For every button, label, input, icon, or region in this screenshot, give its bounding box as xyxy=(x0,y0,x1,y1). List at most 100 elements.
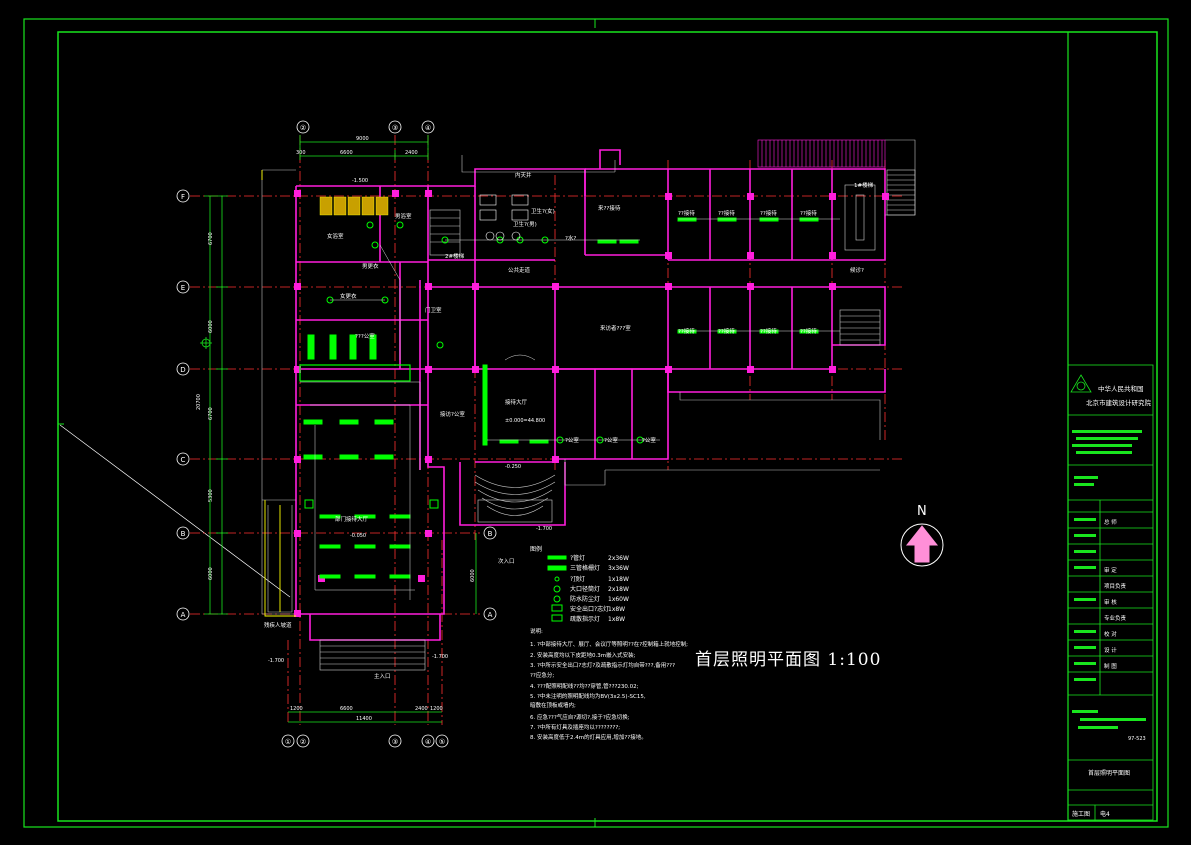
axis-label-left: F xyxy=(181,193,185,201)
axis-label-left: C xyxy=(181,456,186,464)
dim-top-seg1: 6600 xyxy=(340,150,353,156)
project-code: 97-523 xyxy=(1128,736,1146,742)
axis-label-left: D xyxy=(180,366,185,374)
room-label: ??接待 xyxy=(718,327,735,335)
dim-top-small: 300 xyxy=(296,150,306,156)
tb-label: 专业负责 xyxy=(1104,614,1127,622)
legend-symbols xyxy=(547,555,567,622)
axis-label-right: A xyxy=(488,611,493,619)
axis-label-top: ④ xyxy=(425,124,431,132)
axis-label-left: E xyxy=(181,284,185,292)
dim-left-mid: 6700 xyxy=(208,407,214,420)
elevation-mark: -1.700 xyxy=(432,654,448,660)
room-label: 男更衣 xyxy=(362,262,379,270)
tb-label: 审 定 xyxy=(1104,566,1117,574)
room-label: ?公室 xyxy=(565,436,579,444)
columns xyxy=(294,190,889,617)
room-label: 门卫室 xyxy=(425,306,442,314)
elevation-mark: -0.250 xyxy=(505,464,521,470)
axis-label-top: ③ xyxy=(392,124,398,132)
title-block xyxy=(1067,364,1154,821)
axis-label-right: B xyxy=(488,530,493,538)
dim-left-total: 20700 xyxy=(196,394,202,410)
room-label: 残疾人坡道 xyxy=(264,621,292,629)
legend-spec: 2x36W xyxy=(608,555,629,562)
room-label: ???公室 xyxy=(355,332,375,340)
axis-label-bottom: ① xyxy=(285,738,291,746)
tb-label: 总 师 xyxy=(1104,518,1117,526)
notes-title: 说明: xyxy=(530,627,543,635)
ramp-outline xyxy=(261,170,296,617)
north-arrow: N xyxy=(900,504,944,567)
room-label: ??接待 xyxy=(678,327,695,335)
sheet-name: 首层照明平面图 xyxy=(1088,769,1130,777)
elevation-mark: -1.700 xyxy=(536,526,552,532)
room-label: ?公室 xyxy=(604,436,618,444)
axis-label-bottom: ④ xyxy=(425,738,431,746)
room-label: 来??接待 xyxy=(598,204,621,212)
leader-line xyxy=(59,424,291,598)
room-label: 2#楼梯 xyxy=(445,252,465,260)
dimension-texts: 9000 6600 2400 300 2400 1200 6600 1200 1… xyxy=(196,136,552,722)
elevation-mark: -1.500 xyxy=(352,178,368,184)
room-label: 接待大厅 xyxy=(505,398,528,406)
dim-bottom-seg4: 1200 xyxy=(430,706,443,712)
tb-label: 校 对 xyxy=(1104,630,1117,638)
room-label: 卫生?(男) xyxy=(513,220,537,228)
room-label: ??接待 xyxy=(800,327,817,335)
note-line: 暗敷在顶板或墙内; xyxy=(530,701,576,709)
dim-bottom-seg2: 6600 xyxy=(340,706,353,712)
elevation-mark: -0.050 xyxy=(350,533,366,539)
room-labels: 女浴室 男浴室 女更衣 男更衣 ???公室 门卫室 2#楼梯 公共走道 内天井 … xyxy=(264,171,874,680)
drawing-title: 首层照明平面图 1:100 xyxy=(695,650,882,670)
dim-bottom-seg1: 1200 xyxy=(290,706,303,712)
toilet-fixtures xyxy=(479,194,529,241)
legend-name: 大口径筒灯 xyxy=(570,585,600,593)
room-label: ?公室 xyxy=(642,436,656,444)
wiring xyxy=(300,218,840,600)
stairs xyxy=(319,169,916,671)
lockers xyxy=(319,196,389,216)
legend-name: ?管灯 xyxy=(570,554,585,562)
room-label: ??接待 xyxy=(760,209,777,217)
axis-label-left: B xyxy=(181,530,186,538)
room-label: 内天井 xyxy=(515,171,532,179)
room-label: 1#楼梯 xyxy=(854,181,874,189)
sheet-number: 电4 xyxy=(1100,810,1110,818)
room-label: 来访者???室 xyxy=(600,324,631,332)
legend-name: 三管格栅灯 xyxy=(570,564,600,572)
room-label: 部门接待大厅 xyxy=(335,515,369,523)
dim-bottom-seg3: 2400 xyxy=(415,706,428,712)
tb-label: 制 图 xyxy=(1104,662,1117,670)
note-line: 8. 安装高度低于2.4m的灯具应用,增加??接地。 xyxy=(530,733,647,741)
dim-bottom-total: 11400 xyxy=(356,716,372,722)
dim-top-total: 9000 xyxy=(356,136,369,142)
dim-left-seg2: 6000 xyxy=(208,320,214,333)
dim-top-seg2: 2400 xyxy=(405,150,418,156)
axis-bubbles xyxy=(176,120,497,748)
dim-left-seg4: 6000 xyxy=(208,567,214,580)
legend-spec: 1x8W xyxy=(608,606,625,613)
axis-label-top: ② xyxy=(300,124,306,132)
room-label: 次入口 xyxy=(498,557,515,565)
tb-label: 设 计 xyxy=(1104,646,1117,654)
legend-items: ?管灯 2x36W 三管格栅灯 3x36W ?顶灯 1x18W 大口径筒灯 2x… xyxy=(570,554,629,623)
north-label: N xyxy=(917,504,927,519)
legend-name: ?顶灯 xyxy=(570,575,585,583)
room-label: 女浴室 xyxy=(327,232,344,240)
legend-name: 防水防尘灯 xyxy=(570,595,600,603)
note-line: 3. ?中所示安全出口?志灯?及疏散指示灯均自带???,备用??? xyxy=(530,661,675,669)
elevation-mark: ±0.000=44.800 xyxy=(505,418,545,424)
axis-label-bottom: ⑤ xyxy=(439,738,445,746)
note-line: 5. ?中未注明的照明配线均为BV(3x2.5)-SC15, xyxy=(530,692,646,700)
room-label: 男浴室 xyxy=(395,212,412,220)
dim-right-seg: 6000 xyxy=(470,569,476,582)
room-label: 公共走道 xyxy=(508,266,531,274)
axis-label-bottom: ② xyxy=(300,738,306,746)
axis-grid xyxy=(190,135,905,725)
legend-spec: 1x60W xyxy=(608,596,629,603)
axis-label-left: A xyxy=(181,611,186,619)
legend-spec: 1x8W xyxy=(608,616,625,623)
legend-title: 图例 xyxy=(530,545,542,553)
